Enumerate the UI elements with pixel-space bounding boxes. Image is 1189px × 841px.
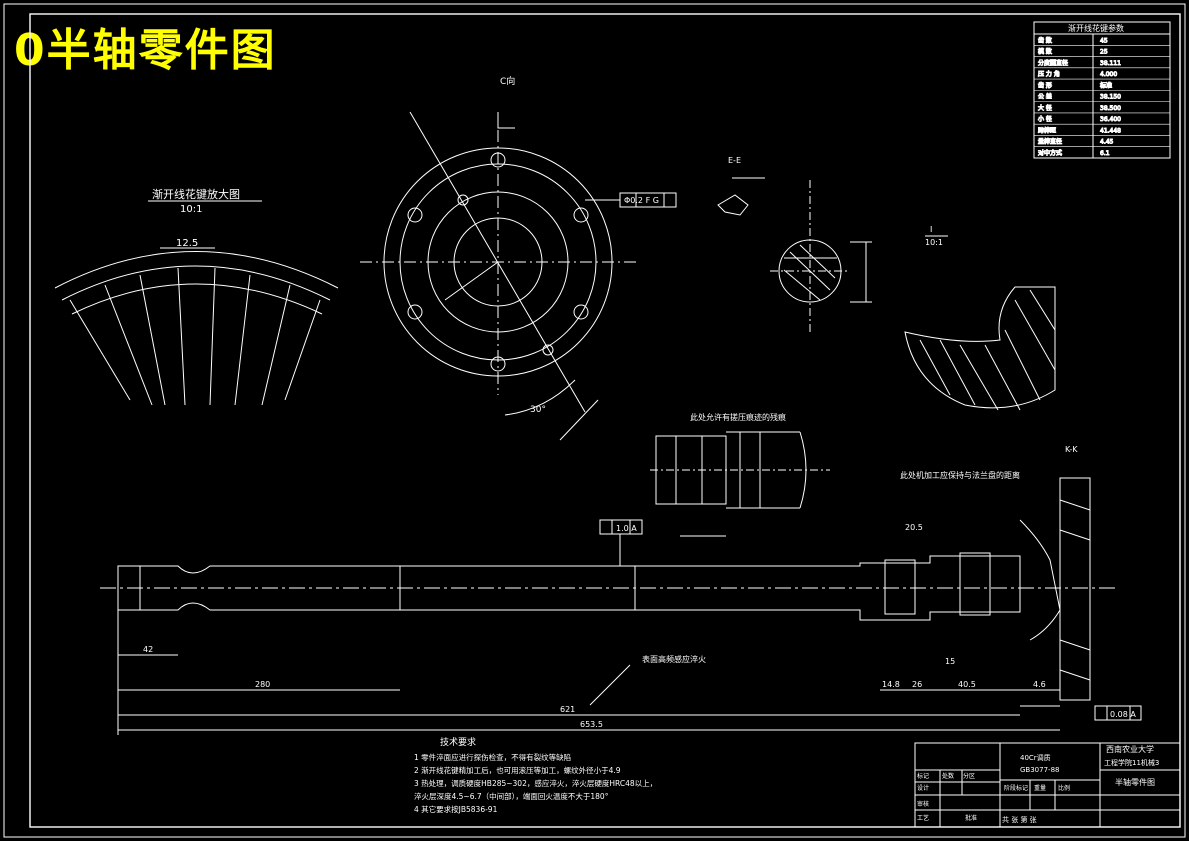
gear-table-rows: 齿 数 45 模 数 25 分度圆直径 38.111 压 力 角 4.000 齿 形 标准公 差 3… (1034, 36, 1170, 158)
dim-40-5: 40.5 (958, 680, 976, 689)
tb-label-count: 处数 (942, 772, 954, 780)
gear-table-param: 小 径 (1038, 115, 1052, 123)
groove-note: 此处允许有搓压痕迹的残痕 (690, 412, 786, 422)
gear-table-param: 量棒直径 (1038, 138, 1062, 146)
gear-table-param: 对中方式 (1038, 149, 1062, 157)
tb-standard: GB3077-88 (1020, 766, 1059, 774)
tech-req-item-2: 2 渐开线花键精加工后，也可用滚压等加工，螺纹外径小于4.9 (414, 765, 621, 775)
tb-label-approve: 批准 (965, 814, 977, 822)
gear-table-param: 跨棒距 (1038, 126, 1056, 134)
tb-part-name: 半轴零件图 (1115, 777, 1155, 787)
gear-table-param: 压 力 角 (1038, 70, 1060, 78)
groove-detail (650, 431, 830, 537)
gear-table-value: 41.448 (1100, 127, 1121, 134)
gear-table-frame (1033, 21, 1171, 159)
gear-table-value: 36.400 (1100, 116, 1121, 123)
tb-label-zone: 分区 (963, 772, 975, 780)
spline-detail-view (54, 200, 339, 406)
detail-i (904, 235, 1056, 411)
gear-table-param: 分度圆直径 (1038, 59, 1068, 67)
outer-border (3, 3, 1186, 838)
dim-4-6: 4.6 (1033, 680, 1046, 689)
spline-detail-title: 渐开线花键放大图 (152, 187, 240, 201)
gear-table-title: 渐开线花键参数 (1068, 23, 1124, 33)
gear-table-value: 标准 (1100, 81, 1112, 89)
drawing-title: 0半轴零件图 (14, 25, 277, 76)
section-ee-small (717, 177, 765, 216)
section-kk-label: K-K (1065, 445, 1078, 454)
dim-621: 621 (560, 705, 575, 714)
flange-view-label: C向 (500, 75, 515, 87)
tb-scale-stage: 阶段标记 (1004, 784, 1028, 792)
gear-table-value: 4.45 (1100, 139, 1114, 146)
title-block-frame (914, 742, 1181, 828)
gear-table-value: 4.000 (1100, 71, 1117, 78)
section-ee-label: E-E (728, 156, 741, 165)
tb-sheet: 共 张 第 张 (1002, 815, 1037, 824)
dim-280: 280 (255, 680, 270, 689)
dim-total: 653.5 (580, 720, 603, 729)
spline-dim-top: 12.5 (176, 238, 198, 249)
main-shaft (100, 477, 1142, 735)
tech-req-item-1: 1 零件淬面应进行探伤检查，不得有裂纹等缺陷 (414, 752, 571, 762)
tb-label-mark: 标记 (917, 772, 929, 780)
spline-detail-scale: 10:1 (180, 204, 202, 215)
gear-table-value: 45 (1100, 37, 1108, 44)
runout-label: 1.0 A (616, 524, 637, 533)
gear-table-value: 25 (1100, 49, 1108, 56)
dim-14-8: 14.8 (882, 680, 900, 689)
tb-label-review: 审核 (917, 800, 929, 808)
tb-school: 西南农业大学 (1106, 744, 1154, 754)
gear-table-value: 6.1 (1100, 150, 1110, 157)
tb-label-process: 工艺 (917, 814, 929, 822)
tb-scale-weight: 重量 (1034, 784, 1046, 792)
flange-note: 此处机加工应保持与法兰盘的距离 (900, 470, 1020, 480)
tb-dept: 工程学院11机械3 (1104, 758, 1159, 767)
tech-req-title: 技术要求 (440, 736, 476, 748)
gear-table-value: 38.150 (1100, 94, 1121, 101)
dim-15: 15 (945, 657, 955, 666)
gear-table-param: 齿 形 (1038, 81, 1052, 89)
heat-note: 表面高频感应淬火 (642, 654, 706, 664)
section-kk (770, 180, 872, 335)
tech-req-item-4: 淬火层深度4.5~6.7（中间部），端面回火温度不大于180° (414, 791, 609, 801)
tb-label-design: 设计 (917, 784, 929, 792)
gear-table-param: 模 数 (1038, 48, 1052, 56)
tech-req-item-5: 4 其它要求按JB5836-91 (414, 804, 498, 814)
runout-label-2: 0.08 A (1110, 710, 1136, 719)
dim-42: 42 (143, 645, 153, 654)
tech-req-item-3: 3 热处理，调质硬度HB285~302，感应淬火，淬火层硬度HRC48以上， (414, 778, 657, 788)
flange-view (360, 111, 677, 441)
gear-table-value: 38.500 (1100, 105, 1121, 112)
gear-table-param: 大 径 (1038, 104, 1052, 112)
detail-i-scale: 10:1 (925, 238, 943, 247)
gear-table-param: 公 差 (1038, 93, 1052, 101)
flange-angle: 30° (530, 405, 546, 415)
inner-border (29, 13, 1181, 828)
detail-i-label: I (930, 225, 932, 234)
gear-table-param: 齿 数 (1038, 36, 1052, 44)
dim-20-5: 20.5 (905, 523, 923, 532)
dim-26: 26 (912, 680, 922, 689)
flange-callout: Φ0.2 F G (624, 196, 659, 205)
gear-table-value: 38.111 (1100, 60, 1121, 67)
tb-material: 40Cr调质 (1020, 753, 1051, 762)
tb-scale-ratio: 比例 (1058, 784, 1070, 792)
